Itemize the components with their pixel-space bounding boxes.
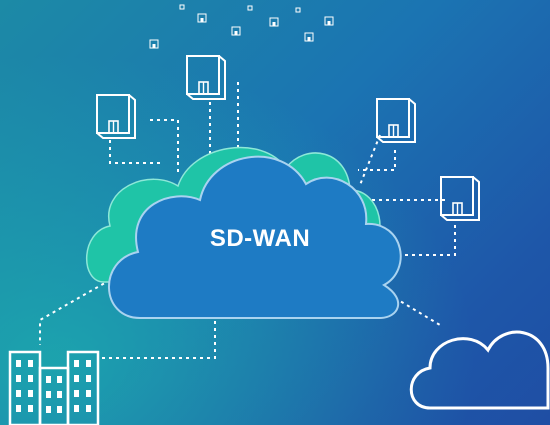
link-building-1 [150, 119, 179, 172]
sd-wan-label: SD-WAN [209, 225, 311, 252]
link-building-3 [358, 150, 396, 171]
office-campus-icon [8, 350, 100, 425]
link-building-3b [359, 134, 381, 186]
distant-buildings [149, 4, 334, 49]
link-building-4b [400, 225, 456, 256]
link-external-cloud [394, 297, 441, 326]
building-icon [324, 16, 334, 26]
building-icon [269, 17, 279, 27]
link-campus [100, 300, 216, 359]
building-icon [304, 32, 314, 42]
building-icon [149, 39, 159, 49]
main-cloud [108, 155, 402, 319]
building-icon [197, 13, 207, 23]
cloud-outline-icon [409, 330, 550, 410]
building-icon [231, 26, 241, 36]
link-campus-b [39, 279, 111, 345]
building-icon [376, 98, 416, 143]
building-icon [96, 94, 136, 139]
link-building-1b [109, 140, 160, 164]
building-icon [440, 176, 480, 221]
building-icon [186, 55, 226, 100]
